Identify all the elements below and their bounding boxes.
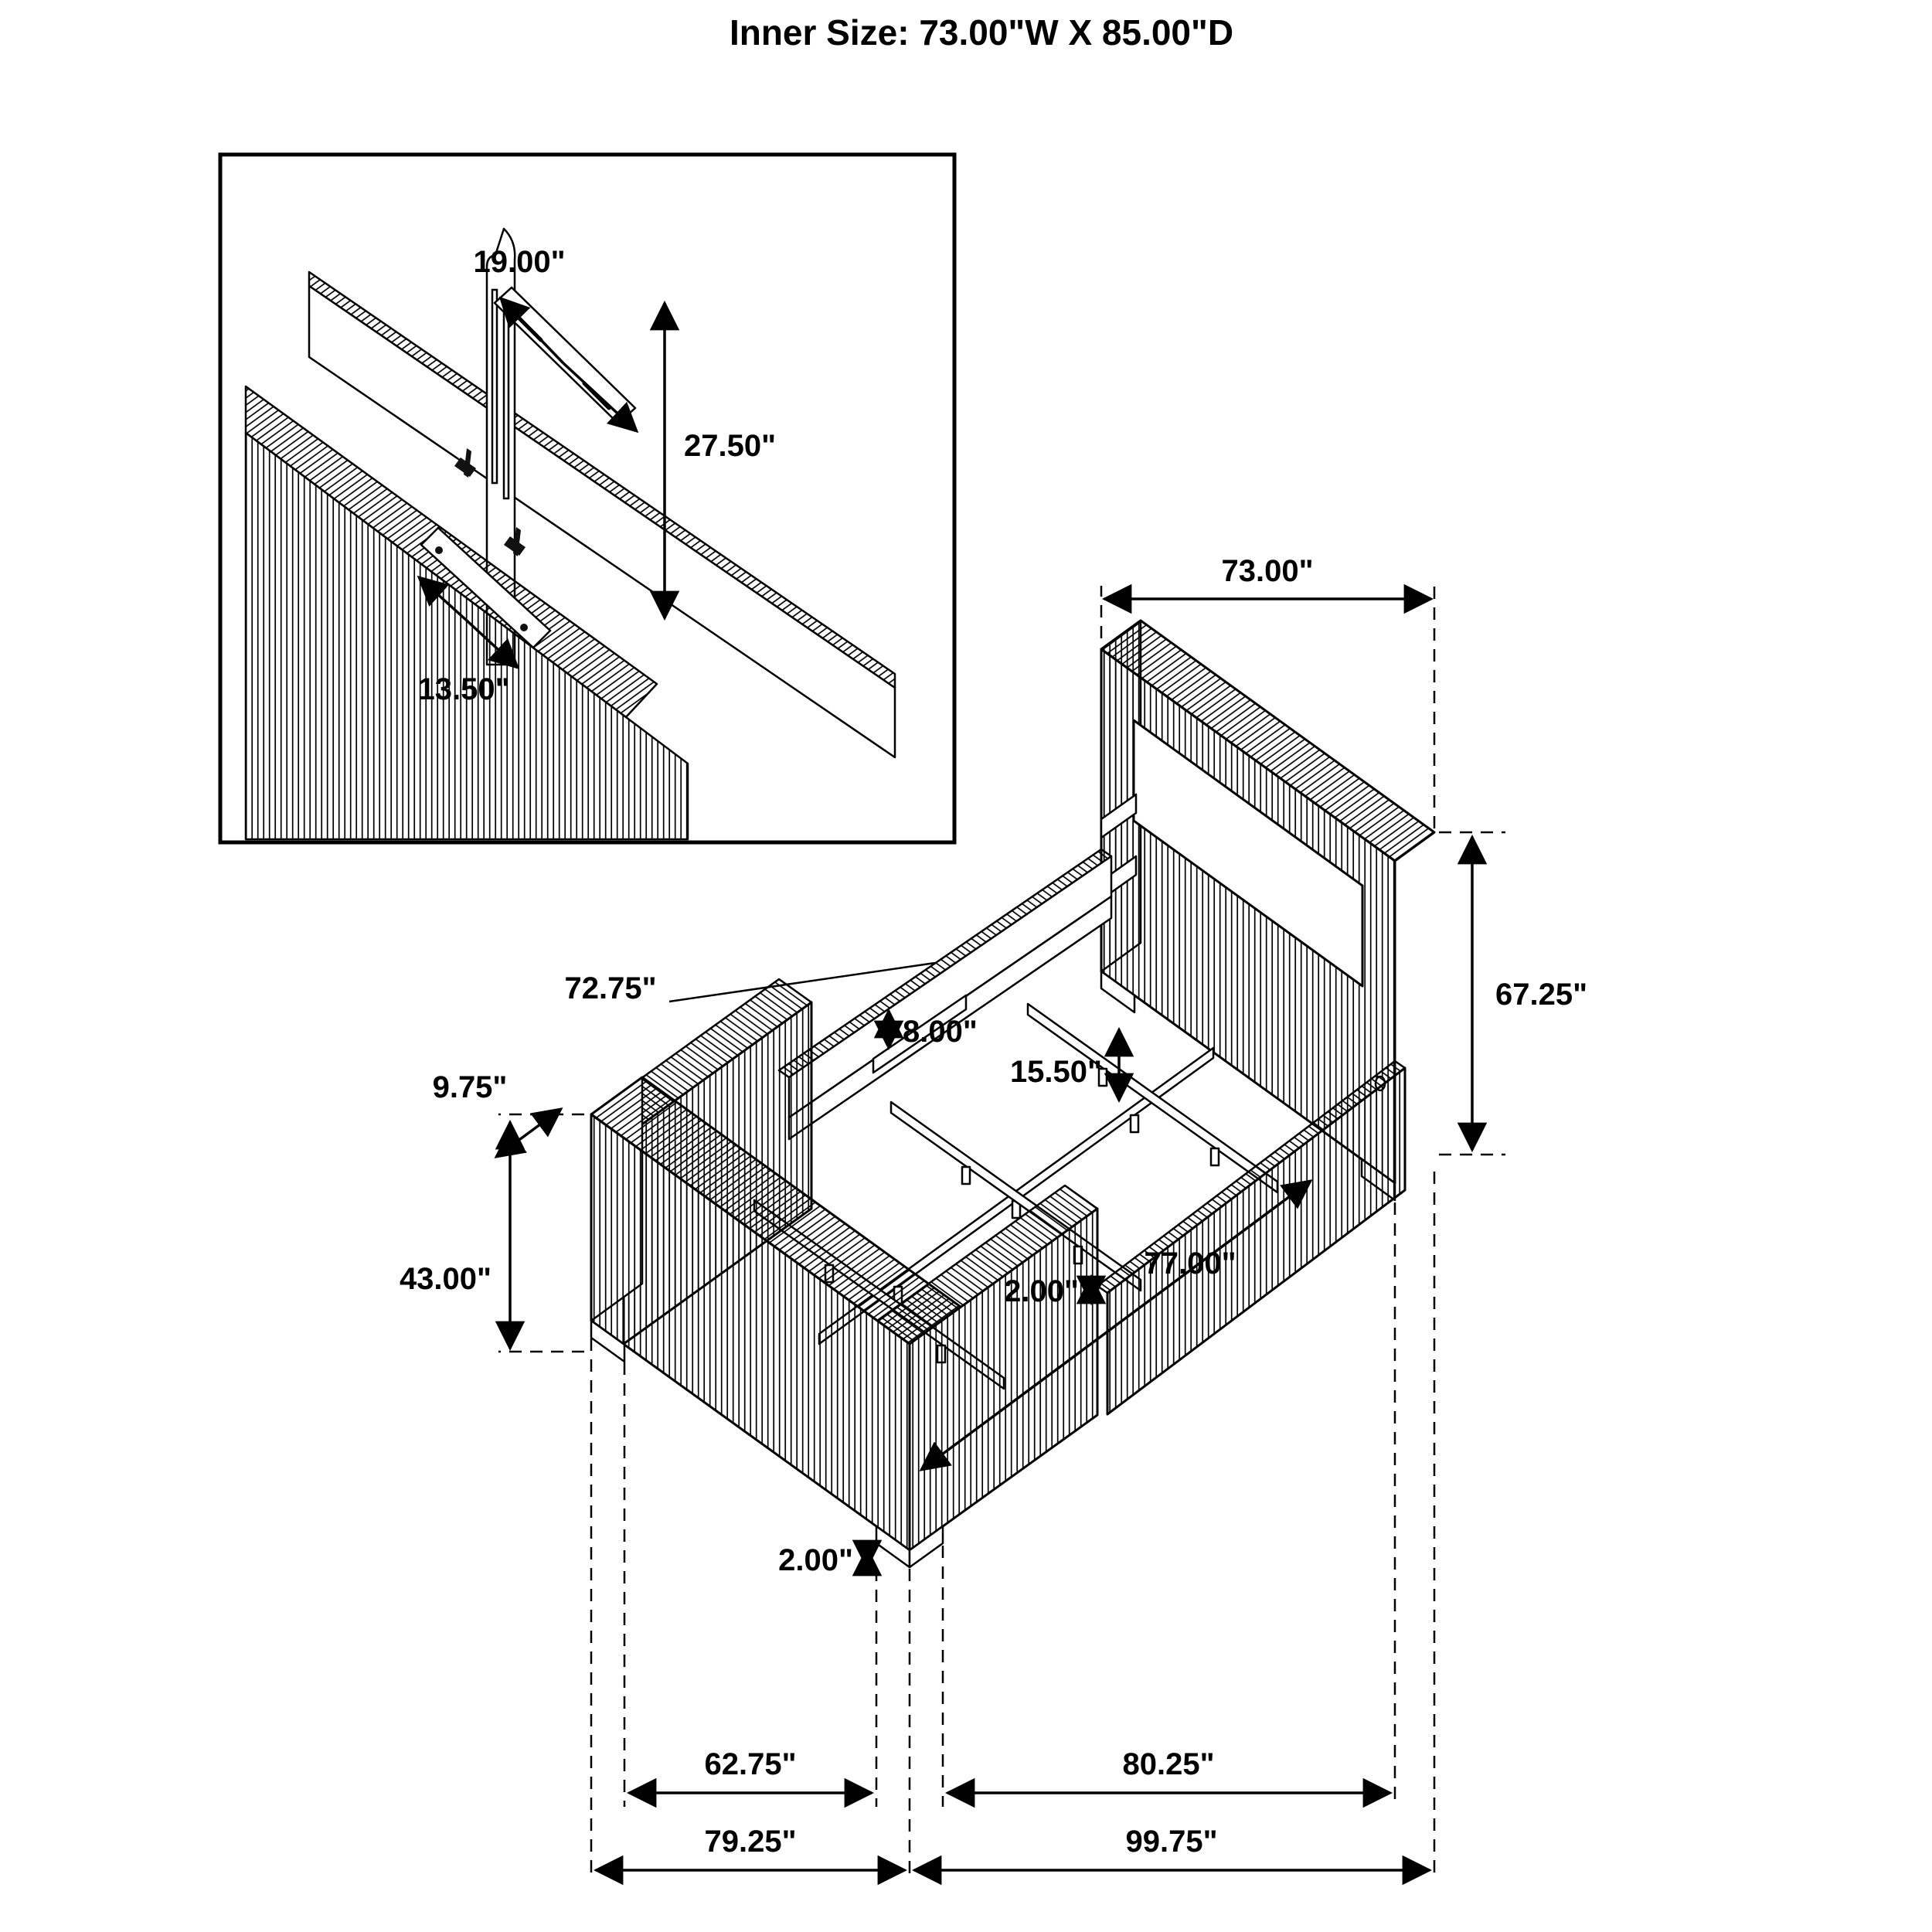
- dim-label-13-50: 13.50": [417, 672, 509, 706]
- dim-label-99-75: 99.75": [1125, 1825, 1217, 1859]
- dim-slat-rail-length: 77.00": [919, 1179, 1313, 1471]
- dim-headboard-height: 67.25": [1457, 834, 1587, 1153]
- dim-label-2-leg: 2.00": [778, 1543, 853, 1577]
- dim-headboard-width: 73.00": [1101, 554, 1434, 614]
- mount-plate: [420, 526, 552, 649]
- footboard-arm-right: [876, 1184, 1099, 1569]
- dim-label-43: 43.00": [400, 1262, 492, 1296]
- crossbar-plate: [493, 286, 637, 425]
- inset-border: [218, 152, 957, 845]
- dim-slat-height: 2.00": [1004, 1274, 1107, 1308]
- dim-footboard-height: 43.00": [400, 1119, 526, 1352]
- dim-footboard-inner-span: 62.75": [626, 1747, 875, 1808]
- dim-platform-clearance: 15.50": [1010, 1026, 1134, 1104]
- mount-screw-left: [435, 546, 443, 554]
- headboard-back-panel: [308, 270, 896, 759]
- footboard: [590, 1076, 962, 1569]
- headboard-leg-left: [1100, 970, 1136, 1014]
- dim-label-80-25: 80.25": [1122, 1747, 1214, 1781]
- dim-label-9-75: 9.75": [433, 1070, 508, 1104]
- back-panel-face: [308, 284, 896, 759]
- dim-label-19: 19.00": [473, 245, 565, 279]
- dim-label-72-75: 72.75": [564, 971, 656, 1005]
- dim-label-2-slat: 2.00": [1004, 1274, 1079, 1308]
- tv-bracket-mount-plate: [420, 526, 552, 649]
- dim-rail-length: 72.75": [564, 961, 936, 1005]
- right-arm-leg: [908, 1525, 944, 1569]
- tv-bracket-crossbar: [493, 286, 637, 425]
- mount-clip-lower: [504, 527, 526, 556]
- dim-overall-width: 79.25": [593, 1825, 908, 1886]
- tv-opening: [1132, 719, 1364, 988]
- dim-label-62-75: 62.75": [704, 1747, 796, 1781]
- side-rail-right: [1096, 1060, 1406, 1416]
- page-title: Inner Size: 73.00"W X 85.00"D: [730, 12, 1233, 53]
- mount-screw-right: [520, 624, 528, 631]
- headboard-bracket-notch-upper: [1100, 793, 1138, 839]
- right-arm-outer-face: [908, 1207, 1099, 1552]
- dim-label-77: 77.00": [1144, 1247, 1236, 1281]
- headboard: [1100, 619, 1436, 1202]
- dim-overall-length: 99.75": [911, 1825, 1433, 1886]
- side-rail-left: [777, 848, 1113, 1141]
- center-rail-leg: [1129, 1114, 1140, 1134]
- dim-leg-height: 2.00": [778, 1539, 883, 1577]
- dim-plate-length: 13.50": [417, 575, 520, 706]
- dim-label-79-25: 79.25": [704, 1825, 796, 1859]
- dim-label-73: 73.00": [1221, 554, 1313, 588]
- dim-label-27-50: 27.50": [684, 429, 776, 463]
- dim-label-8: 8.00": [903, 1015, 978, 1049]
- slat-support-ledge: [872, 994, 968, 1074]
- mount-clip-upper: [454, 448, 476, 478]
- dim-label-67-25: 67.25": [1495, 978, 1587, 1012]
- inset-detail-view: 19.00" 27.50" 13.50": [218, 152, 957, 845]
- right-rail-outer-face: [1106, 1066, 1406, 1416]
- bed-isometric-view: [590, 619, 1436, 1569]
- front-panel-face: [244, 431, 689, 841]
- dimensions: 73.00" 67.25" 72.75" 9.75" 43.00": [400, 554, 1587, 1886]
- dim-bracket-width: 19.00": [473, 245, 639, 434]
- bracket-slot-left: [491, 288, 498, 485]
- dim-side-inner-span: 80.25": [944, 1747, 1393, 1808]
- footboard-leg-left: [590, 1319, 626, 1363]
- dim-rail-drop: 8.00": [873, 1008, 978, 1051]
- dim-bracket-height: 27.50": [649, 300, 776, 621]
- dim-label-15-50: 15.50": [1010, 1055, 1102, 1089]
